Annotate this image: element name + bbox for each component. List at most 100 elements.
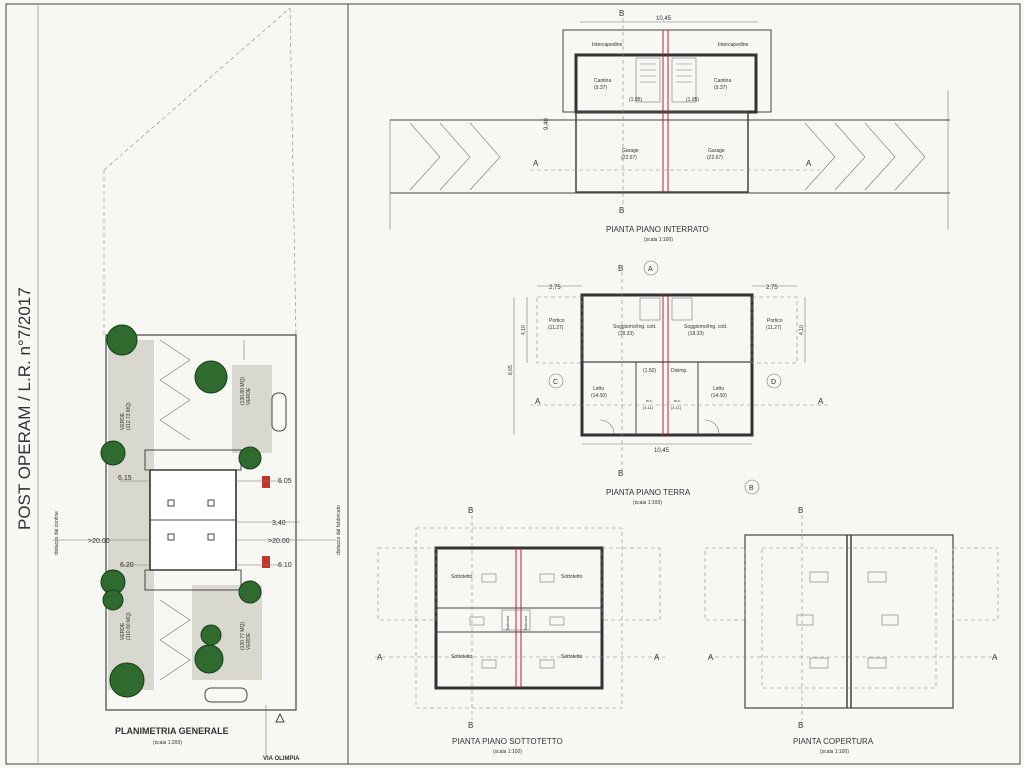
section-b-top: B — [619, 9, 624, 18]
cellar-left-area: (9.37) — [594, 85, 607, 91]
intercapedine-left: Intercapedine — [592, 42, 623, 48]
marker-c: C — [553, 379, 558, 386]
tree-icon — [238, 446, 262, 470]
roof-section-b-top: B — [798, 506, 803, 515]
attic-room-2: Sottotetto — [561, 574, 583, 580]
hallway-area: (1.50) — [643, 368, 656, 374]
roof-section-b-bottom: B — [798, 721, 803, 730]
stair-right: (1.95) — [686, 97, 699, 103]
green-label: VERDE — [246, 632, 252, 650]
sheet-border — [5, 3, 1021, 765]
living-right-area: (18.33) — [688, 331, 704, 337]
dim-340: 3,40 — [272, 520, 286, 527]
attic-balcony-left: Balcone — [505, 615, 510, 630]
attic-section-a-left: A — [377, 653, 383, 662]
right-distance-label: distacco dal fabbricato — [336, 505, 342, 555]
bedroom-left-area: (14.00) — [591, 393, 607, 399]
wc-right-area: (4.11) — [671, 405, 682, 410]
attic-room-3: Sottotetto — [451, 654, 473, 660]
green-area: (130 77 MQ) — [240, 622, 246, 650]
roof-plan — [704, 515, 999, 720]
ground-scale: (scala 1:100) — [633, 500, 662, 506]
porch-left: Portico — [549, 318, 565, 324]
ground-title: PIANTA PIANO TERRA — [606, 488, 691, 497]
dim-right-20: >20.00 — [268, 538, 290, 545]
basement-width: 10,45 — [656, 16, 672, 22]
roof-title: PIANTA COPERTURA — [793, 737, 874, 746]
ground-dim-h1: 4,10 — [521, 325, 527, 335]
marker-b: B — [749, 485, 754, 492]
ground-section-a-right: A — [818, 397, 824, 406]
green-area: (110 80 MQ) — [126, 612, 132, 640]
car-icon — [271, 392, 287, 432]
ground-section-a-left: A — [535, 397, 541, 406]
garage-left: Garage — [622, 148, 639, 154]
basement-title: PIANTA PIANO INTERRATO — [606, 225, 709, 234]
garage-right-area: (22.67) — [707, 155, 723, 161]
side-title: POST OPERAM / L.R. n°7/2017 — [15, 287, 34, 530]
dim-605: 6.05 — [278, 478, 292, 485]
wc-left-area: (4.11) — [643, 405, 654, 410]
parking-chevrons-top — [159, 339, 191, 441]
ground-floor-plan — [513, 260, 830, 495]
porch-left-area: (11.27) — [548, 325, 564, 331]
section-a-left: A — [533, 159, 539, 168]
living-right: Soggiorno/Ing. cott. — [684, 324, 727, 330]
ground-section-b-top: B — [618, 264, 623, 273]
hallway: Disimp. — [671, 368, 688, 374]
green-area-left — [108, 340, 154, 690]
section-a-right: A — [806, 159, 812, 168]
attic-room-4: Sottotetto — [561, 654, 583, 660]
attic-plan — [375, 515, 665, 720]
site-plan-title: PLANIMETRIA GENERALE — [115, 726, 229, 736]
attic-section-a-right: A — [654, 653, 660, 662]
green-area: (130.80 MQ) — [240, 377, 246, 405]
car-icon — [204, 687, 248, 703]
attic-section-b-bottom: B — [468, 721, 473, 730]
garage-left-area: (22.67) — [621, 155, 637, 161]
ground-dim-left: 2,75 — [549, 285, 561, 291]
wc-left: w.c. — [646, 398, 653, 403]
left-distance-label: distacco dal confine — [54, 511, 60, 555]
gate-top — [262, 476, 270, 488]
cellar-right: Cantina — [714, 78, 731, 84]
cellar-right-area: (9.37) — [714, 85, 727, 91]
lower-porch — [144, 569, 242, 591]
tree-icon — [100, 440, 126, 466]
basement-scale: (scala 1:100) — [644, 237, 673, 243]
lot-boundary — [105, 334, 297, 711]
gate-bottom — [262, 556, 270, 568]
wc-right: w.c. — [674, 398, 681, 403]
upper-porch — [144, 449, 242, 471]
living-left-area: (18.33) — [618, 331, 634, 337]
section-b-bottom: B — [619, 206, 624, 215]
marker-a: A — [648, 266, 653, 273]
intercapedine-right: Intercapedine — [718, 42, 749, 48]
bedroom-left: Letto — [593, 386, 604, 392]
tree-icon — [200, 624, 222, 646]
street-name: VIA OLIMPIA — [263, 756, 300, 762]
dim-620: 6.20 — [120, 562, 134, 569]
attic-title: PIANTA PIANO SOTTOTETTO — [452, 737, 563, 746]
parking-chevrons-bottom — [159, 599, 191, 681]
bedroom-right-area: (14.00) — [711, 393, 727, 399]
green-area-top-right — [232, 365, 272, 453]
dim-615: 6.15 — [118, 475, 132, 482]
ground-dim-bottom: 10,45 — [654, 448, 670, 454]
dim-610: 6.10 — [278, 562, 292, 569]
attic-balcony-right: Balcone — [523, 615, 528, 630]
basement-height: 9,40 — [544, 118, 550, 130]
porch-right-area: (11.27) — [766, 325, 782, 331]
ground-dim-h2: 4,10 — [799, 325, 805, 335]
roof-section-a-left: A — [708, 653, 714, 662]
green-area: (112.73 MQ) — [126, 402, 132, 430]
marker-d: D — [771, 379, 776, 386]
bedroom-right: Letto — [713, 386, 724, 392]
basement-plan — [389, 18, 950, 230]
living-left: Soggiorno/Ing. cott. — [613, 324, 656, 330]
site-plan-scale: (scala 1:200) — [153, 740, 182, 746]
tree-icon — [194, 644, 224, 674]
tree-icon — [109, 662, 145, 698]
dim-left-20: >20.00 — [88, 538, 110, 545]
